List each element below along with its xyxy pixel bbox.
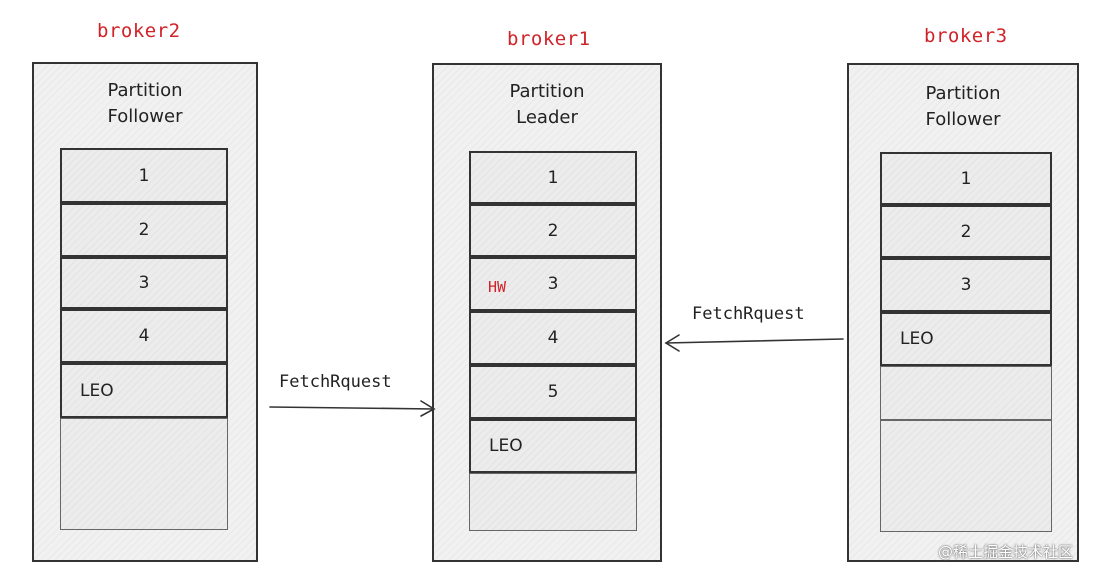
broker3-label: broker3 [924,25,1008,47]
broker3-log-entry: 1 [880,152,1052,205]
broker1-empty-slot [469,473,637,531]
broker1-log-entry: 5 [469,365,637,419]
high-watermark-marker: HW [488,278,507,296]
broker3-leo-entry: LEO [880,312,1052,366]
broker1-title-line2: Leader [516,107,578,128]
broker1-log-entry: 3 [469,257,637,311]
broker2-log-entry: 3 [60,257,228,309]
broker3-empty-slot [880,366,1052,420]
broker3-title-line2: Follower [925,109,1001,130]
broker1-log-entry: 4 [469,311,637,365]
broker1-leo-entry: LEO [469,419,637,473]
broker2-title-line2: Follower [107,106,183,127]
fetch-arrow-broker3-to-broker1 [664,334,844,352]
broker1-log-entry: 2 [469,204,637,257]
fetch-request-label-right: FetchRquest [692,304,805,324]
broker3-title-line1: Partition [925,83,1001,104]
broker1-log-entry: 1 [469,151,637,204]
broker1-label: broker1 [507,28,591,50]
broker2-log-entry: 1 [60,148,228,203]
broker3-log-entry: 2 [880,205,1052,258]
broker3-log-entry: 3 [880,258,1052,312]
broker2-leo-entry: LEO [60,363,228,418]
fetch-request-label-left: FetchRquest [279,372,392,392]
broker2-log-entry: 4 [60,309,228,363]
broker3-empty-slot [880,420,1052,532]
watermark-text: @稀土掘金技术社区 [938,543,1074,561]
fetch-arrow-broker2-to-broker1 [269,400,436,417]
broker2-log-entry: 2 [60,203,228,257]
broker2-title-line1: Partition [107,80,183,101]
broker2-label: broker2 [97,20,181,42]
broker1-title-line1: Partition [509,81,585,102]
broker2-empty-slot [60,418,228,530]
